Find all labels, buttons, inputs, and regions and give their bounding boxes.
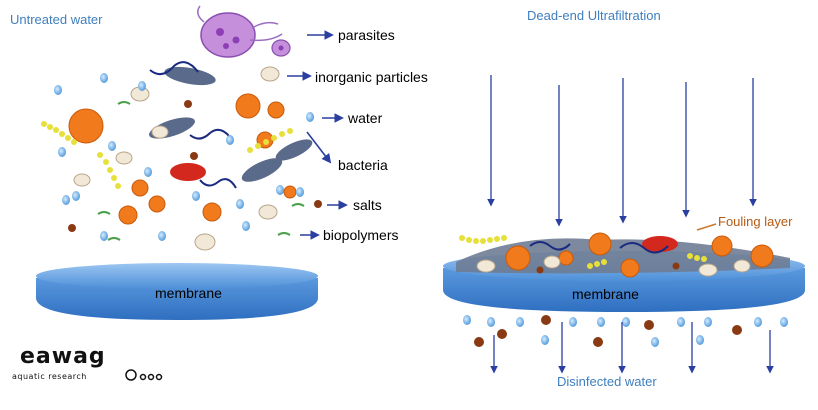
label-inorganic-particles: inorganic particles — [315, 69, 428, 85]
flow-arrows — [487, 75, 757, 227]
water-droplets-left — [54, 73, 314, 241]
disinfected-water-label: Disinfected water — [557, 374, 657, 389]
label-salts: salts — [353, 197, 382, 213]
bacteria-rods — [149, 61, 313, 189]
fouling-layer-label: Fouling layer — [718, 214, 793, 229]
fouling-layer — [456, 232, 790, 278]
membrane-label-right: membrane — [572, 286, 639, 302]
label-bacteria: bacteria — [338, 157, 388, 173]
parasite-cell-small — [271, 39, 291, 57]
label-parasites: parasites — [338, 27, 395, 43]
fouling-leader — [696, 223, 717, 231]
label-biopolymers: biopolymers — [323, 227, 399, 243]
logo-dots — [125, 369, 163, 381]
label-water: water — [348, 110, 383, 126]
leader-arrows — [287, 30, 348, 240]
membrane-label-left: membrane — [155, 285, 222, 301]
membrane-left — [36, 263, 318, 320]
bacteria-spiky — [68, 93, 297, 225]
permeate-arrows — [490, 322, 774, 374]
biopolymer-chains — [41, 121, 293, 189]
left-heading: Untreated water — [10, 12, 103, 27]
permeate-water-droplets — [463, 315, 788, 347]
right-heading: Dead-end Ultrafiltration — [527, 8, 661, 23]
parasite-cell-large — [197, 5, 283, 58]
inorganic-particles — [73, 66, 280, 251]
salt-particles-left — [68, 100, 322, 232]
permeate-salts — [474, 315, 742, 347]
logo-wordmark: eawag — [20, 344, 106, 369]
logo-tagline: aquatic research — [12, 372, 87, 381]
green-biopolymers — [97, 101, 305, 241]
